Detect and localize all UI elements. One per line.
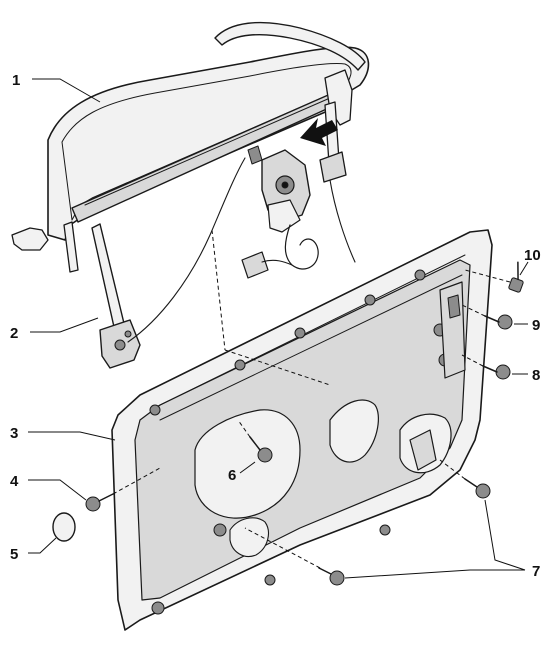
callout-10: 10: [524, 247, 541, 264]
leader-10: [519, 261, 529, 276]
leader-2: [30, 317, 99, 333]
callout-9: 9: [532, 317, 540, 334]
screw-8: [482, 364, 511, 380]
cap-5: [52, 512, 76, 542]
leader-7: [344, 569, 525, 579]
callout-8: 8: [532, 367, 540, 384]
screw-9: [484, 314, 513, 330]
callout-6: 6: [228, 467, 236, 484]
callout-3: 3: [10, 425, 18, 442]
window-regulator-part: [91, 101, 356, 369]
leader-7b: [484, 499, 526, 571]
window-frame-part: [11, 21, 370, 273]
callout-1: 1: [12, 72, 20, 89]
callout-7: 7: [532, 563, 540, 580]
leader-5: [28, 537, 57, 554]
leader-4: [28, 479, 87, 501]
screw-7b: [318, 567, 345, 586]
leader-6: [239, 461, 256, 474]
screw-7a: [464, 478, 491, 499]
callout-4: 4: [10, 473, 19, 490]
callout-5: 5: [10, 546, 18, 563]
door-inner-panel-part: [111, 229, 493, 631]
screw-4: [85, 493, 114, 512]
screw-6: [249, 436, 273, 463]
leader-1: [32, 78, 101, 103]
screw-10: [508, 261, 524, 293]
callout-2: 2: [10, 325, 18, 342]
leader-3: [28, 431, 116, 441]
